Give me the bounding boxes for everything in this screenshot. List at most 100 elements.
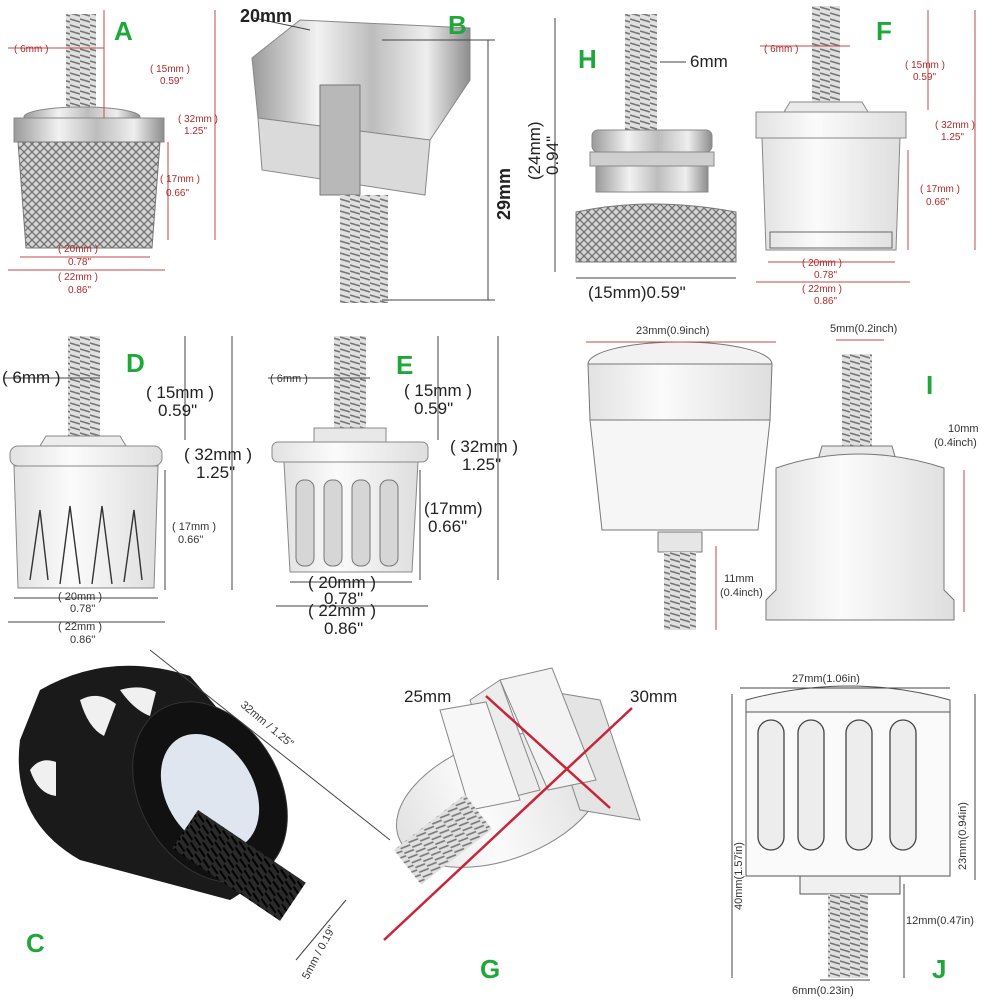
- d-flange: [9, 445, 163, 467]
- i-dim-5mm: 5mm(0.2inch): [830, 323, 897, 335]
- f-dim-15mm: ( 15mm ): [905, 60, 945, 71]
- f-label: F: [876, 16, 892, 46]
- g-prong-left: [439, 701, 521, 811]
- panel-a: A ( 6mm ) ( 15mm ) 0.59" ( 32mm ) 1.25" …: [8, 10, 218, 296]
- f-dim-22mm: ( 22mm ): [802, 284, 842, 295]
- a-dim-20mm: ( 20mm ): [58, 244, 98, 255]
- d-dim-125: 1.25": [196, 463, 235, 482]
- g-label: G: [480, 954, 500, 984]
- i-label: I: [926, 370, 933, 400]
- h-dim-15mm: (15mm)0.59": [588, 283, 686, 302]
- b-thread: [340, 195, 388, 303]
- a-dim-17mm: ( 17mm ): [160, 174, 200, 185]
- i-dim-04inch-b: (0.4inch): [720, 587, 763, 599]
- i-right-thread: [842, 354, 872, 446]
- i-left-thread: [664, 552, 696, 630]
- f-dim-32mm: ( 32mm ): [935, 120, 975, 131]
- h-dim-6mm: 6mm: [690, 52, 728, 71]
- d-dim-20mm: ( 20mm ): [58, 591, 102, 603]
- i-left-body: [589, 419, 771, 531]
- d-dim-32mm: ( 32mm ): [184, 445, 252, 464]
- h-dim-094: 0.94": [543, 136, 562, 175]
- f-dim-059: 0.59": [913, 72, 936, 83]
- g-dim-line-25: [485, 695, 611, 809]
- e-dim-20mm: ( 20mm ): [308, 573, 376, 592]
- panel-c: 32mm / 1.25" 5mm / 0.19" C: [18, 649, 391, 981]
- d-dim-066: 0.66": [178, 534, 203, 546]
- e-dim-thread: ( 6mm ): [270, 373, 308, 385]
- i-dim-11mm: 11mm: [724, 573, 754, 585]
- a-knurled-body: [17, 141, 161, 249]
- e-thread: [334, 336, 366, 428]
- panel-g: 25mm 30mm G: [383, 667, 677, 984]
- e-label: E: [396, 350, 413, 380]
- a-thread: [66, 14, 96, 114]
- e-flange: [271, 441, 429, 463]
- e-dim-059: 0.59": [414, 399, 453, 418]
- d-thread: [68, 336, 100, 436]
- f-dim-086: 0.86": [814, 296, 837, 307]
- e-dim-125: 1.25": [462, 455, 501, 474]
- g-dim-line-30: [383, 707, 633, 941]
- j-dim-12mm: 12mm(0.47in): [906, 915, 974, 927]
- panel-j: 27mm(1.06in) 23mm(0.94in) 40mm(1.57in) 1…: [731, 673, 976, 997]
- d-dim-059: 0.59": [158, 401, 197, 420]
- e-dim-086: 0.86": [324, 619, 363, 638]
- a-dim-32mm: ( 32mm ): [178, 114, 218, 125]
- g-dim-30mm: 30mm: [630, 687, 677, 706]
- j-dim-27mm: 27mm(1.06in): [792, 673, 860, 685]
- j-thread: [828, 894, 868, 978]
- j-dim-23mm: 23mm(0.94in): [957, 802, 969, 870]
- a-dim-22mm: ( 22mm ): [58, 272, 98, 283]
- f-body: [761, 137, 901, 251]
- i-dim-04inch-a: (0.4inch): [934, 437, 977, 449]
- f-dim-thread: ( 6mm ): [764, 44, 798, 55]
- g-prong-back: [499, 667, 597, 791]
- f-dim-066: 0.66": [926, 197, 949, 208]
- d-dim-086: 0.86": [70, 634, 95, 646]
- e-dim-32mm: ( 32mm ): [450, 437, 518, 456]
- h-knurled-base: [575, 203, 737, 263]
- a-dim-thread: ( 6mm ): [14, 44, 48, 55]
- a-dim-086: 0.86": [68, 285, 91, 296]
- a-dim-059: 0.59": [160, 76, 183, 87]
- panel-f: F ( 6mm ) ( 15mm ) 0.59" ( 32mm ) 1.25" …: [755, 6, 976, 307]
- f-dim-078: 0.78": [814, 270, 837, 281]
- e-dim-17mm: (17mm): [424, 499, 483, 518]
- g-dim-25mm: 25mm: [404, 687, 451, 706]
- c-label: C: [26, 928, 45, 958]
- j-crown: [745, 685, 951, 713]
- a-dim-066: 0.66": [166, 188, 189, 199]
- f-thread: [812, 6, 840, 102]
- h-dim-24mm: (24mm): [525, 121, 544, 180]
- panel-i: 23mm(0.9inch) 5mm(0.2inch) I 10mm (0.4in…: [586, 323, 979, 630]
- f-dim-17mm: ( 17mm ): [920, 184, 960, 195]
- j-label: J: [932, 954, 946, 984]
- i-dim-23mm: 23mm(0.9inch): [636, 325, 709, 337]
- f-flange: [755, 111, 907, 139]
- a-flange: [13, 117, 165, 143]
- b-label: B: [448, 10, 467, 40]
- panel-h: H 6mm (24mm) 0.94" (15mm)0.59": [525, 14, 737, 302]
- j-dim-6mm: 6mm(0.23in): [792, 985, 854, 997]
- i-dim-10mm: 10mm: [948, 423, 979, 435]
- a-dim-15mm: ( 15mm ): [150, 64, 190, 75]
- e-dim-22mm: ( 22mm ): [308, 601, 376, 620]
- panel-b: 20mm B 29mm: [240, 6, 514, 303]
- a-label: A: [114, 16, 133, 46]
- e-dim-078: 0.78": [324, 589, 363, 608]
- c-thread: [172, 810, 306, 921]
- d-dim-22mm: ( 22mm ): [58, 621, 102, 633]
- j-dim-40mm: 40mm(1.57in): [733, 842, 745, 910]
- panel-e: E ( 6mm ) ( 15mm ) 0.59" ( 32mm ) 1.25" …: [268, 336, 518, 638]
- d-body: [13, 465, 159, 589]
- d-dim-15mm: ( 15mm ): [146, 383, 214, 402]
- e-dim-066: 0.66": [428, 517, 467, 536]
- d-dim-thread: ( 6mm ): [2, 368, 61, 387]
- d-dim-078: 0.78": [70, 603, 95, 615]
- f-dim-20mm: ( 20mm ): [802, 258, 842, 269]
- panel-d: D ( 6mm ) ( 15mm ) 0.59" ( 32mm ) 1.25" …: [2, 336, 252, 646]
- d-dim-17mm: ( 17mm ): [172, 521, 216, 533]
- f-dim-125: 1.25": [941, 132, 964, 143]
